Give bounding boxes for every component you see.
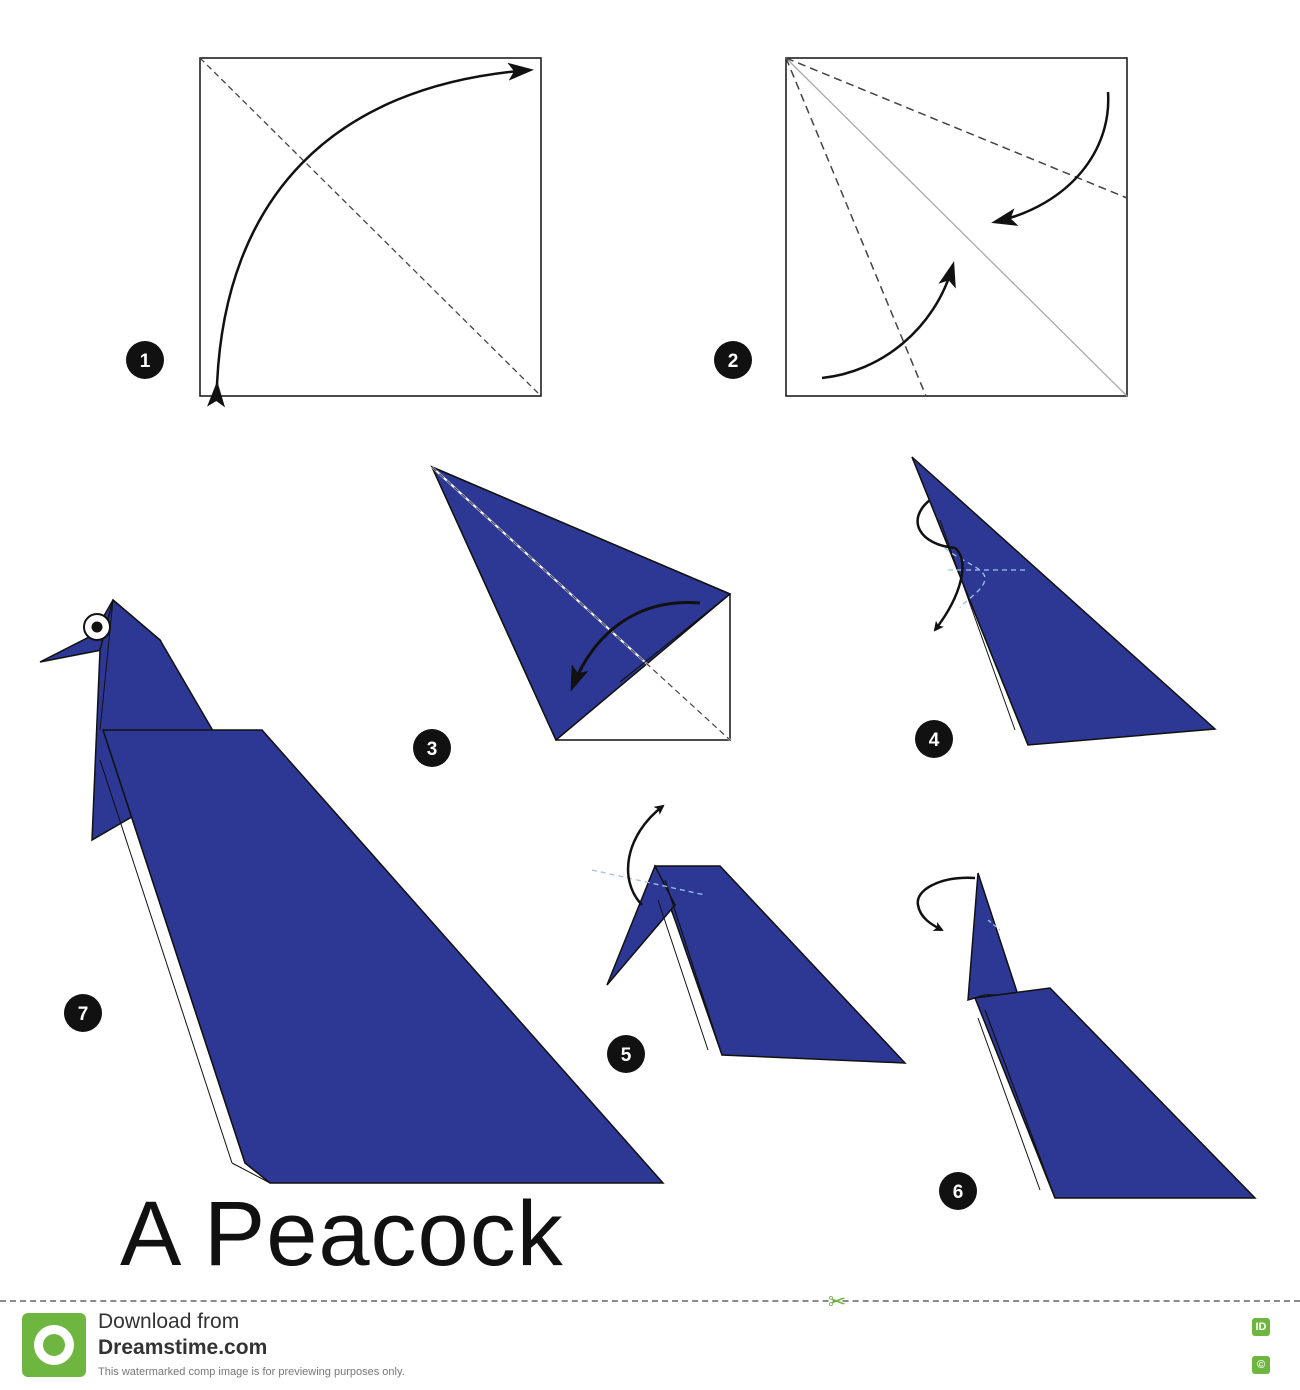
step-4-number: 4 (929, 730, 940, 751)
fine-print: This watermarked comp image is for previ… (98, 1366, 405, 1378)
fold-arrow-lower (821, 261, 956, 380)
download-label: Download from (98, 1310, 240, 1333)
step-7-badge: 7 (64, 994, 102, 1032)
fold-arrow (207, 62, 534, 408)
step-2-number: 2 (728, 351, 739, 372)
step-5-number: 5 (621, 1045, 632, 1066)
step-5-diagram (591, 804, 907, 1064)
step-6-badge: 6 (939, 1172, 977, 1210)
step-3-badge: 3 (413, 729, 451, 767)
step-2-badge: 2 (714, 341, 752, 379)
scissors-icon: ✂ (828, 1289, 847, 1314)
step-3-diagram (430, 465, 732, 742)
step-1-number: 1 (140, 351, 151, 372)
watermark-footer: ✂ Download from Dreamstime.com This wate… (0, 1291, 1300, 1390)
fold-arrow (916, 499, 964, 632)
step-4-diagram (911, 456, 1217, 746)
step-4-badge: 4 (915, 720, 953, 758)
fold-arrow (626, 804, 665, 906)
brand-link[interactable]: Dreamstime.com (98, 1336, 268, 1359)
fold-arrow (916, 876, 976, 932)
step-7-number: 7 (78, 1004, 89, 1025)
step-7-peacock (39, 598, 665, 1184)
diagram-title: A Peacock (120, 1183, 564, 1285)
step-6-number: 6 (953, 1182, 964, 1203)
fold-arrow-upper (991, 91, 1110, 226)
step-2-diagram (785, 57, 1128, 397)
id-badge: ID (1252, 1318, 1270, 1336)
fold-arrow (570, 600, 701, 692)
step-1-badge: 1 (126, 341, 164, 379)
copyright-badge: © (1252, 1356, 1270, 1374)
step-1-diagram (199, 57, 542, 408)
step-6-diagram (916, 872, 1257, 1199)
cut-line (0, 1300, 1300, 1302)
step-3-number: 3 (427, 739, 438, 760)
dreamstime-logo-icon (22, 1313, 86, 1377)
step-5-badge: 5 (607, 1035, 645, 1073)
